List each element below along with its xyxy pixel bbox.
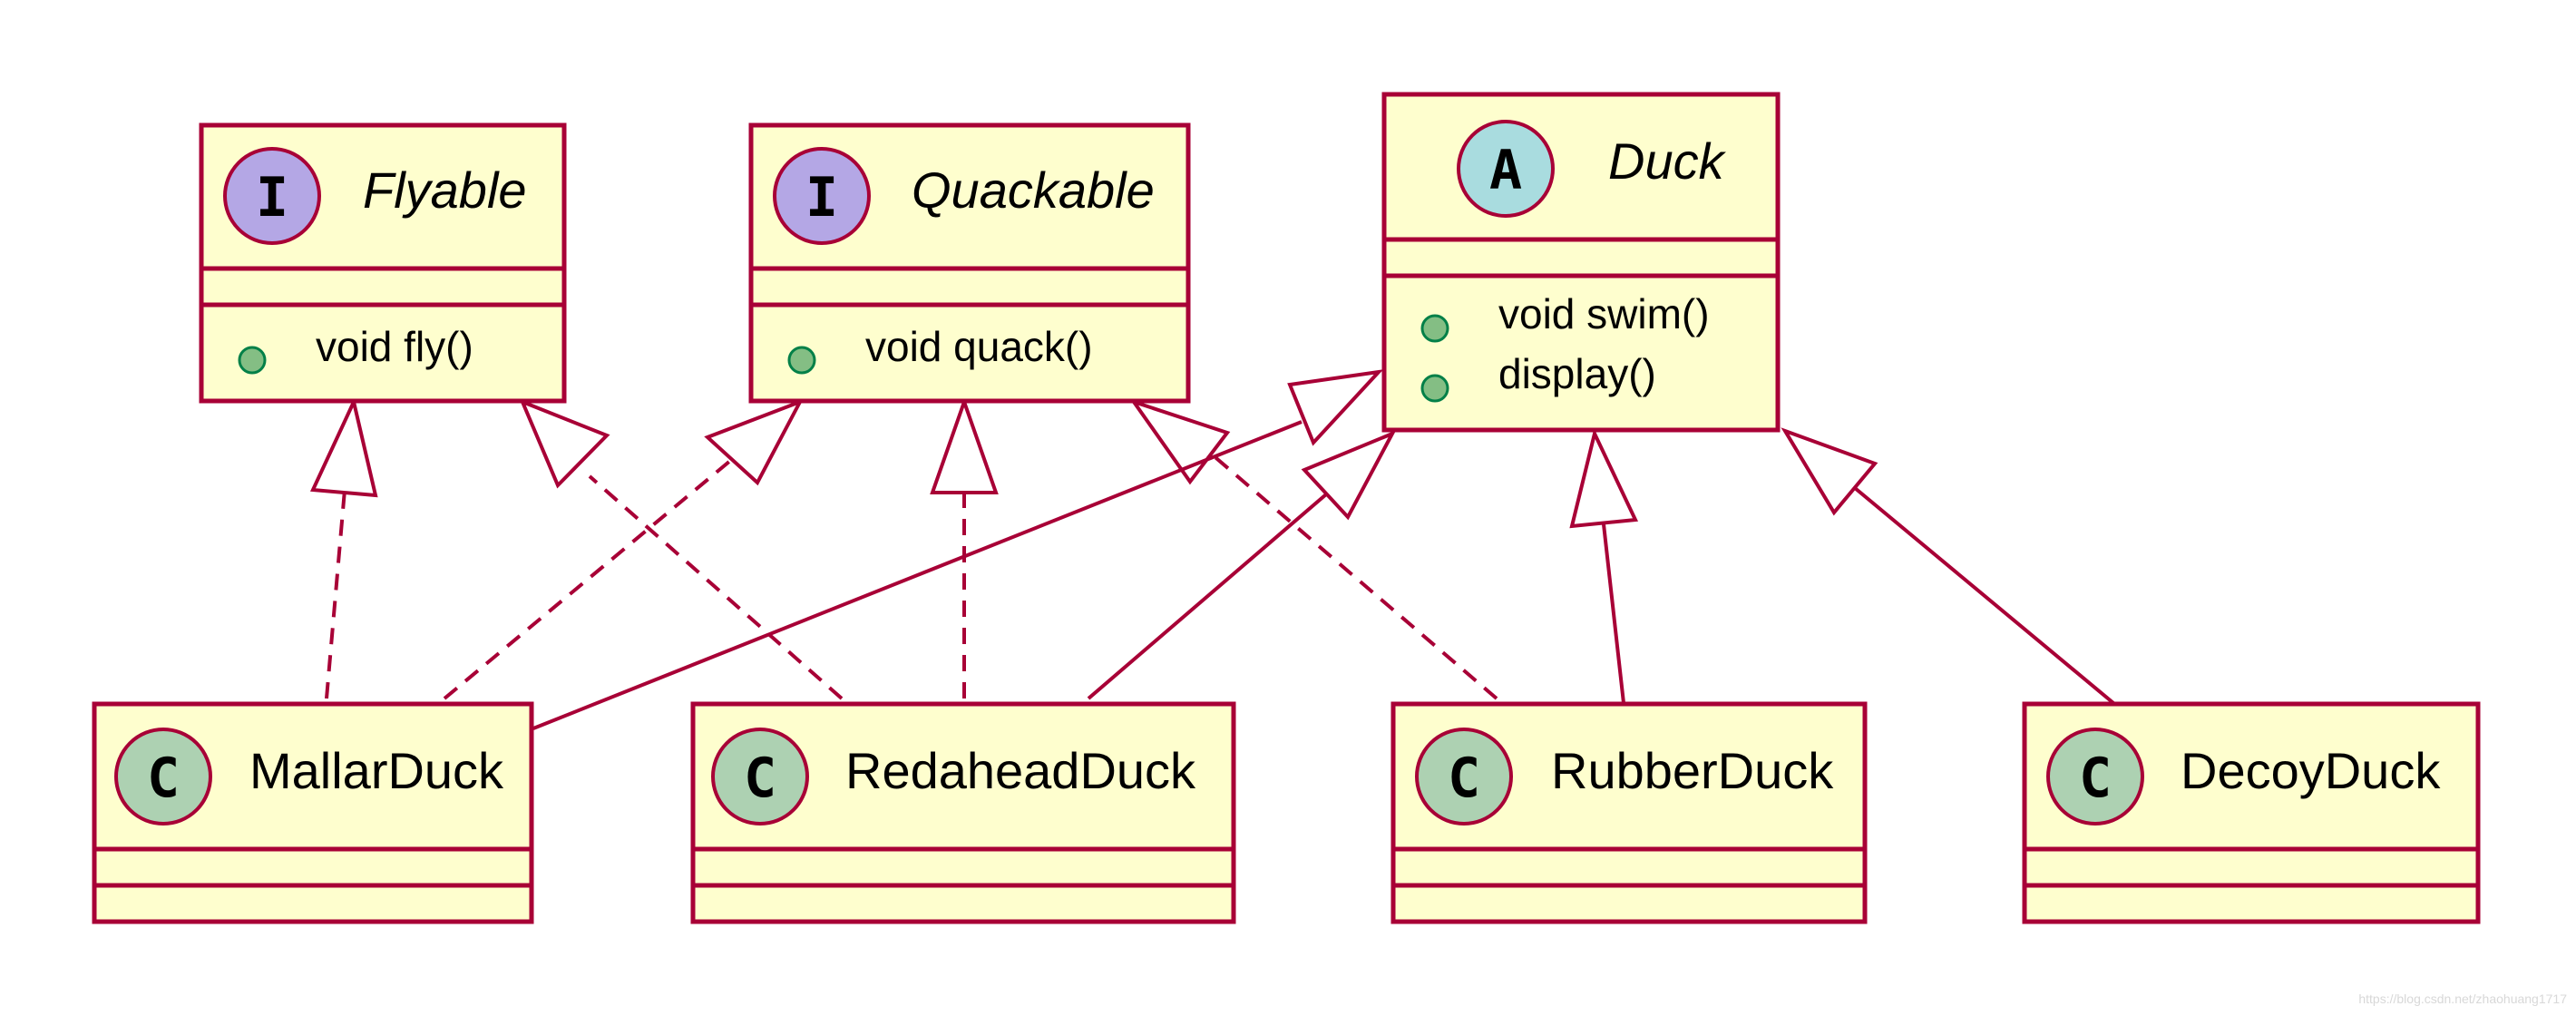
- class-rubberduck[interactable]: C RubberDuck: [1390, 701, 1868, 924]
- class-name: RedaheadDuck: [845, 742, 1196, 799]
- edge-mallar-flyable: [309, 396, 378, 699]
- class-badge-icon: C: [114, 728, 212, 826]
- edge-decoy-duck: [1781, 427, 2115, 705]
- watermark-text: https://blog.csdn.net/zhaohuang1717: [2358, 992, 2567, 1006]
- interface-quackable[interactable]: I Quackable void quack(): [748, 122, 1191, 404]
- member-row: void quack(): [787, 323, 1093, 375]
- class-name: Duck: [1608, 132, 1727, 190]
- svg-text:C: C: [744, 747, 776, 810]
- class-badge-icon: C: [711, 728, 809, 826]
- interface-badge-icon: I: [773, 147, 871, 245]
- abstract-badge-icon: A: [1457, 120, 1555, 218]
- member-signature: void quack(): [865, 323, 1093, 370]
- member-row: void fly(): [238, 323, 473, 375]
- edge-redahead-flyable: [519, 398, 844, 700]
- interface-flyable[interactable]: I Flyable void fly(): [199, 122, 567, 404]
- edge-mallar-duck: [532, 369, 1384, 730]
- svg-text:C: C: [147, 747, 180, 810]
- interface-badge-icon: I: [223, 147, 321, 245]
- edge-mallar-quackable: [443, 398, 805, 700]
- member-row: void swim(): [1420, 290, 1710, 343]
- svg-text:C: C: [2079, 747, 2112, 810]
- class-name: Quackable: [912, 161, 1155, 219]
- public-visibility-icon: [787, 346, 816, 375]
- member-row: display(): [1420, 350, 1656, 403]
- public-visibility-icon: [1420, 314, 1449, 343]
- class-name: DecoyDuck: [2181, 742, 2441, 799]
- edge-redahead-quackable: [930, 396, 999, 698]
- svg-text:A: A: [1489, 139, 1522, 202]
- svg-text:C: C: [1448, 747, 1480, 810]
- member-signature: void fly(): [316, 323, 473, 370]
- abstract-class-duck[interactable]: A Duck void swim() display(): [1381, 92, 1781, 433]
- class-badge-icon: C: [1415, 728, 1513, 826]
- member-signature: void swim(): [1498, 290, 1710, 337]
- svg-text:I: I: [256, 166, 288, 230]
- class-badge-icon: C: [2046, 728, 2144, 826]
- class-mallarduck[interactable]: C MallarDuck: [92, 701, 534, 924]
- class-name: Flyable: [363, 161, 527, 219]
- class-name: MallarDuck: [249, 742, 504, 799]
- edge-rubber-quackable: [1128, 398, 1498, 700]
- relations: [309, 369, 2115, 730]
- public-visibility-icon: [1420, 374, 1449, 403]
- edge-rubber-duck: [1569, 428, 1639, 704]
- svg-text:I: I: [805, 166, 838, 230]
- class-name: RubberDuck: [1551, 742, 1834, 799]
- class-redaheadduck[interactable]: C RedaheadDuck: [690, 701, 1236, 924]
- class-decoyduck[interactable]: C DecoyDuck: [2022, 701, 2481, 924]
- public-visibility-icon: [238, 346, 267, 375]
- member-signature: display(): [1498, 350, 1656, 397]
- edge-redahead-duck: [1087, 430, 1397, 700]
